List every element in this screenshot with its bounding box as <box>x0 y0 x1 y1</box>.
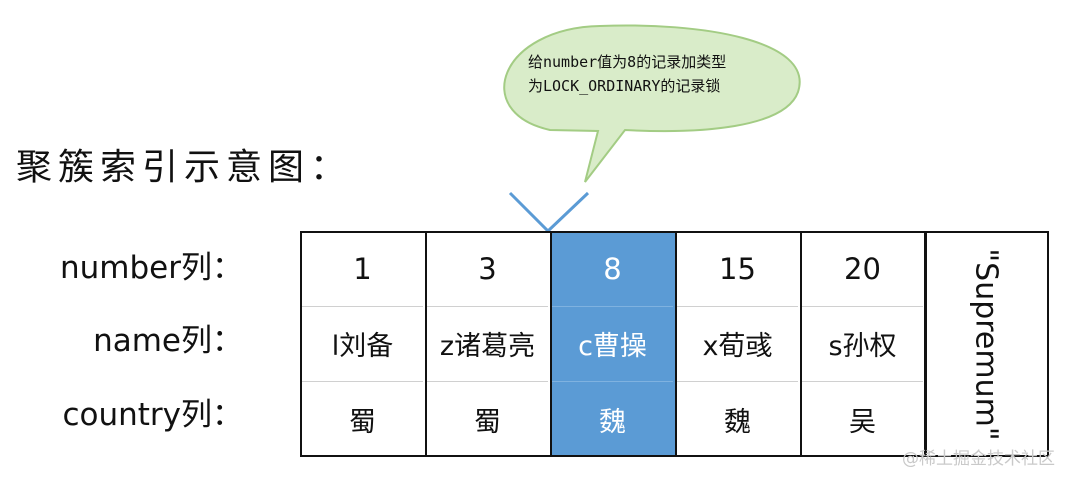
callout-bubble <box>503 24 801 183</box>
highlighted-record-bg <box>550 231 675 457</box>
callout-line-2: 为LOCK_ORDINARY的记录锁 <box>528 77 721 95</box>
record-number-cell: 1 <box>353 251 372 286</box>
record-column <box>675 231 802 457</box>
row-separator <box>552 306 673 307</box>
row-separator <box>302 381 423 382</box>
callout-text: 给number值为8的记录加类型 为LOCK_ORDINARY的记录锁 <box>528 50 788 98</box>
diagram-title: 聚簇索引示意图： <box>16 147 353 188</box>
supremum-label: "Supremum" <box>969 247 1005 441</box>
callout-line-1: 给number值为8的记录加类型 <box>528 53 727 71</box>
record-number-cell: 3 <box>478 251 497 286</box>
record-number-cell: 20 <box>844 251 881 286</box>
record-country-cell: 魏 <box>599 406 626 438</box>
record-column <box>425 231 552 457</box>
record-name-cell: l刘备 <box>331 331 394 362</box>
record-country-cell: 蜀 <box>349 406 376 438</box>
row-separator <box>677 306 798 307</box>
record-country-cell: 吴 <box>849 406 876 438</box>
record-name-cell: z诸葛亮 <box>439 331 536 362</box>
row-label-name: name列： <box>93 323 243 359</box>
row-label-country: country列： <box>62 397 243 433</box>
record-number-cell: 8 <box>603 251 622 286</box>
record-number-cell: 15 <box>719 251 756 286</box>
row-separator <box>552 381 673 382</box>
row-separator <box>302 306 423 307</box>
row-label-number: number列： <box>60 250 243 286</box>
record-name-cell: c曹操 <box>578 331 647 362</box>
row-separator <box>677 381 798 382</box>
watermark: @稀土掘金技术社区 <box>902 449 1055 469</box>
record-column <box>800 231 927 457</box>
row-separator <box>802 306 923 307</box>
record-country-cell: 魏 <box>724 406 751 438</box>
row-separator <box>427 306 548 307</box>
record-column <box>300 231 427 457</box>
record-name-cell: x荀彧 <box>702 331 773 362</box>
supremum-record: "Supremum" <box>924 231 1049 457</box>
row-separator <box>427 381 548 382</box>
record-name-cell: s孙权 <box>828 331 897 362</box>
row-separator <box>802 381 923 382</box>
pointer-arrow <box>508 191 590 234</box>
record-column <box>550 231 677 457</box>
record-country-cell: 蜀 <box>474 406 501 438</box>
